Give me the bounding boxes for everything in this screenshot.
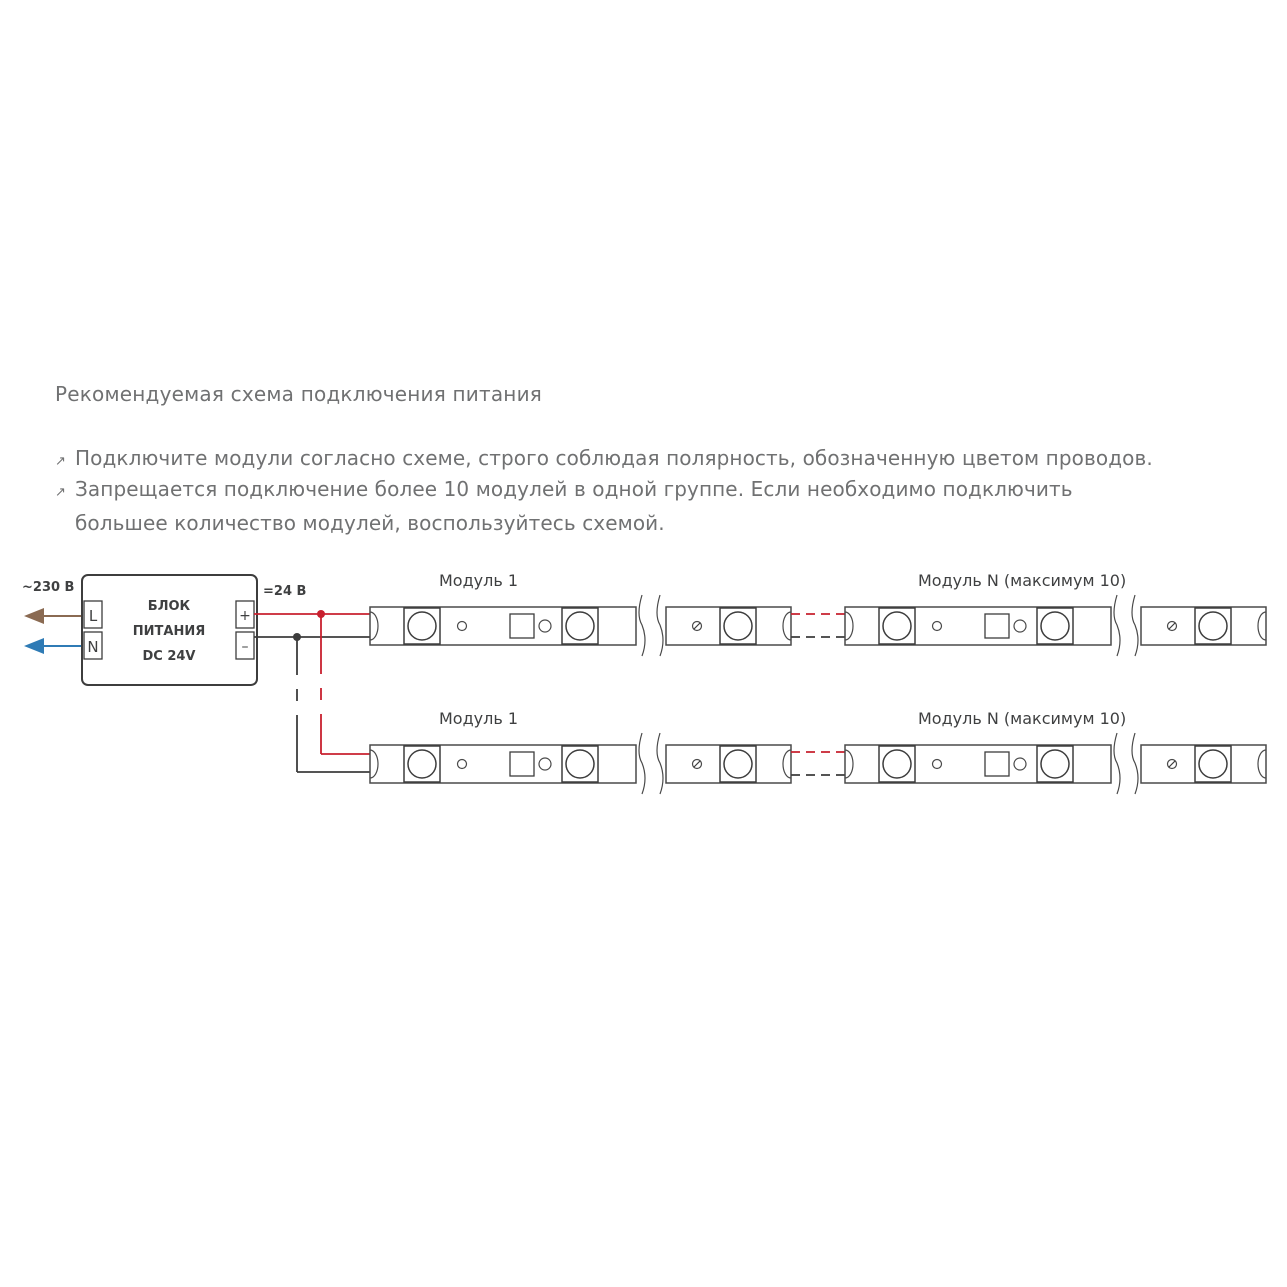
break-mark [638, 732, 646, 795]
resistor-mark [1013, 619, 1027, 633]
mounting-hole [691, 758, 703, 770]
led-lens [565, 749, 595, 779]
module-last-label: Модуль N (максимум 10) [918, 571, 1126, 590]
page-title: Рекомендуемая схема подключения питания [55, 382, 542, 406]
instruction-note-2: ↗ Запрещается подключение более 10 модуле… [55, 474, 1073, 538]
mounting-hole [456, 620, 468, 632]
power-supply-unit: L N + – БЛОК ПИТАНИЯ DC 24V [81, 574, 258, 686]
mounting-hole [931, 758, 943, 770]
led-lens [723, 749, 753, 779]
psu-label-line3: DC 24V [142, 649, 195, 664]
break-mark [656, 732, 664, 795]
strip-connector-end [369, 611, 379, 641]
led-lens [1040, 611, 1070, 641]
mounting-hole [1166, 758, 1178, 770]
break-mark [1131, 594, 1139, 657]
break-mark [1131, 732, 1139, 795]
mounting-hole [931, 620, 943, 632]
ac-voltage-label: ~230 В [22, 580, 74, 595]
mounting-hole [456, 758, 468, 770]
strip-connector-end [782, 749, 792, 779]
resistor-mark [1013, 757, 1027, 771]
module-chain-row2: Модуль 1 Модуль N (максимум 10) [369, 709, 1267, 795]
strip-connector-end [1257, 749, 1267, 779]
instruction-text-2b: большее количество модулей, воспользуйте… [75, 511, 665, 535]
led-lens [407, 611, 437, 641]
terminal-n [83, 631, 103, 660]
led-lens [1198, 749, 1228, 779]
arrow-bullet-icon: ↗ [55, 454, 66, 469]
mounting-hole [691, 620, 703, 632]
instruction-note-1: ↗ Подключите модули согласно схеме, строг… [55, 443, 1153, 477]
led-lens [1040, 749, 1070, 779]
strip-connector-end [782, 611, 792, 641]
mounting-hole [1166, 620, 1178, 632]
terminal-l-label: L [89, 607, 98, 625]
led-lens [882, 749, 912, 779]
dc-wiring [254, 610, 370, 773]
driver-chip [509, 751, 535, 777]
strip-connector-end [1257, 611, 1267, 641]
terminal-l [83, 600, 103, 629]
dc-voltage-label: =24 В [263, 584, 306, 599]
strip-connector-end [844, 749, 854, 779]
psu-label-line2: ПИТАНИЯ [133, 624, 205, 639]
module-first-label: Модуль 1 [439, 571, 518, 590]
terminal-plus-label: + [239, 608, 251, 624]
driver-chip [984, 751, 1010, 777]
break-mark [1113, 732, 1121, 795]
terminal-minus [235, 631, 255, 660]
psu-label-line1: БЛОК [148, 599, 191, 614]
resistor-mark [538, 619, 552, 633]
break-mark [638, 594, 646, 657]
instruction-text-1: Подключите модули согласно схеме, строго… [75, 446, 1153, 470]
module-last-label: Модуль N (максимум 10) [918, 709, 1126, 728]
break-mark [656, 594, 664, 657]
led-lens [882, 611, 912, 641]
module-first-label: Модуль 1 [439, 709, 518, 728]
terminal-n-label: N [87, 638, 98, 656]
break-mark [1113, 594, 1121, 657]
terminal-minus-label: – [242, 639, 249, 655]
instruction-text-2a: Запрещается подключение более 10 модулей… [75, 477, 1073, 501]
driver-chip [509, 613, 535, 639]
led-lens [565, 611, 595, 641]
led-lens [723, 611, 753, 641]
driver-chip [984, 613, 1010, 639]
led-lens [407, 749, 437, 779]
strip-connector-end [844, 611, 854, 641]
strip-connector-end [369, 749, 379, 779]
led-lens [1198, 611, 1228, 641]
arrow-bullet-icon: ↗ [55, 485, 66, 500]
resistor-mark [538, 757, 552, 771]
module-chain-row1: Модуль 1 Модуль N (максимум 10) [369, 571, 1267, 657]
